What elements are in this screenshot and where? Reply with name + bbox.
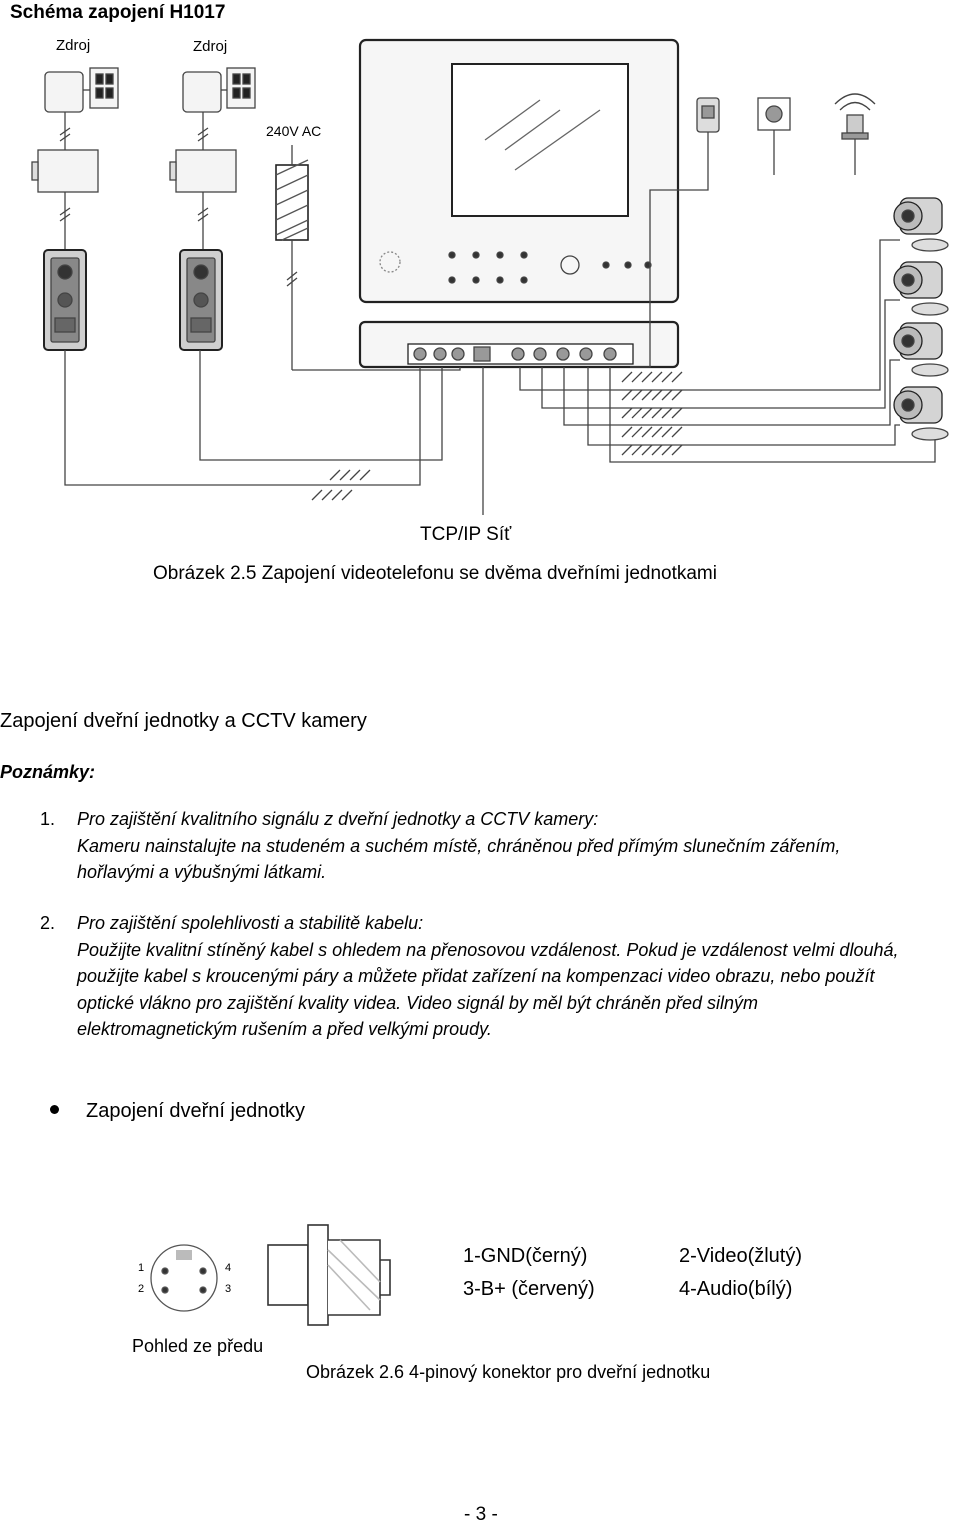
pin-number-3: 3 xyxy=(225,1283,232,1295)
note-line: Pro zajištění spolehlivosti a stabilitě … xyxy=(77,913,424,933)
note-line: Kameru nainstalujte na studeném a suchém… xyxy=(77,835,841,856)
front-view-label: Pohled ze předu xyxy=(132,1336,264,1356)
siren-icon xyxy=(834,93,876,140)
pin-4-label: 4-Audio(bílý) xyxy=(679,1278,793,1300)
pin-1-label: 1-GND(černý) xyxy=(463,1245,588,1267)
power-adapter-icon-1 xyxy=(44,67,119,113)
bullet-heading: Zapojení dveřní jednotky xyxy=(50,1100,305,1123)
pin-number-1: 1 xyxy=(138,1262,145,1274)
cctv-camera-icon-2 xyxy=(893,261,949,316)
cctv-camera-icon-4 xyxy=(893,386,949,441)
door-unit-icon-2 xyxy=(179,249,223,351)
note-number: 2. xyxy=(40,913,56,933)
pin-3-label: 3-B+ (červený) xyxy=(463,1278,595,1300)
pin-2-label: 2-Video(žlutý) xyxy=(679,1245,803,1267)
lock-icon-2 xyxy=(175,149,237,193)
button-icon xyxy=(757,97,791,131)
psu-label-1: Zdroj xyxy=(56,37,91,54)
psu-label-2: Zdroj xyxy=(193,38,228,55)
mains-label: 240V AC xyxy=(266,123,322,139)
pin-number-4: 4 xyxy=(225,1262,232,1274)
cctv-camera-icon-1 xyxy=(893,197,949,252)
cctv-camera-icon-3 xyxy=(893,322,949,377)
figure-caption-2-5: Obrázek 2.5 Zapojení videotelefonu se dv… xyxy=(153,563,717,584)
note-line: hořlavými a výbušnými látkami. xyxy=(77,862,327,882)
connector-side-view-icon xyxy=(267,1224,391,1326)
section-heading: Zapojení dveřní jednotky a CCTV kamery xyxy=(0,710,367,732)
monitor-icon xyxy=(358,38,680,369)
note-line: optické vlákno pro zajištění kvality vid… xyxy=(77,992,759,1013)
note-line: Použijte kvalitní stíněný kabel s ohlede… xyxy=(77,939,899,960)
note-line: elektromagnetickým rušením a před velkým… xyxy=(77,1019,492,1039)
note-1: 1. Pro zajištění kvalitního signálu z dv… xyxy=(40,806,955,886)
note-2: 2. Pro zajištění spolehlivosti a stabili… xyxy=(40,910,955,1043)
page-title: Schéma zapojení H1017 xyxy=(10,2,226,23)
lock-icon-1 xyxy=(37,149,99,193)
notes-heading: Poznámky: xyxy=(0,762,96,782)
connector-front-view-icon xyxy=(150,1244,218,1312)
network-label: TCP/IP Síť xyxy=(420,524,512,545)
door-unit-icon-1 xyxy=(43,249,87,351)
figure-caption-2-6: Obrázek 2.6 4-pinový konektor pro dveřní… xyxy=(306,1362,711,1382)
sensor-icon-1 xyxy=(696,97,720,133)
pin-number-2: 2 xyxy=(138,1283,145,1295)
power-adapter-icon-2 xyxy=(182,67,256,113)
page-number: - 3 - xyxy=(464,1504,498,1525)
note-line: Pro zajištění kvalitního signálu z dveřn… xyxy=(77,809,599,829)
note-number: 1. xyxy=(40,809,56,829)
note-line: použijte kabel s kroucenými páry a můžet… xyxy=(77,966,875,986)
bullet-icon xyxy=(50,1105,59,1115)
bullet-heading-text: Zapojení dveřní jednotky xyxy=(86,1100,306,1122)
